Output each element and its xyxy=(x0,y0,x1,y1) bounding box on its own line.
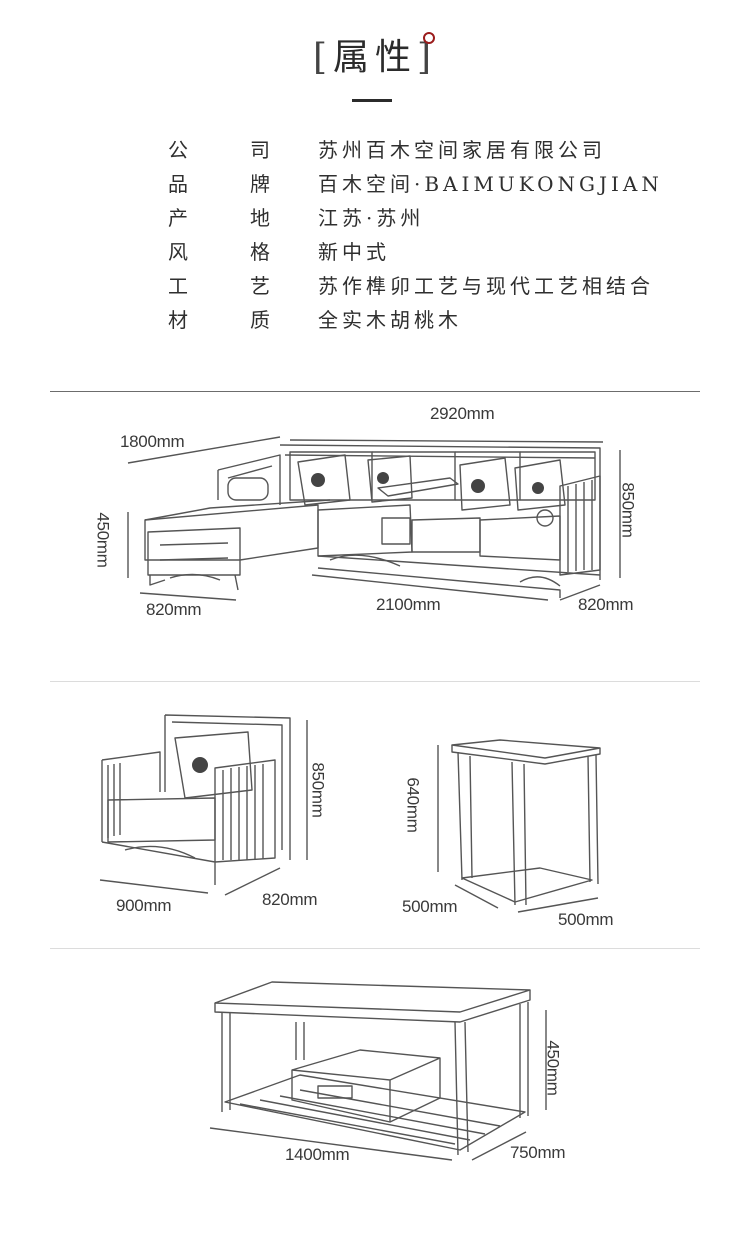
dim-sofa-main-width: 2100mm xyxy=(376,595,441,614)
dim-sofa-seat-height: 450mm xyxy=(93,512,113,568)
page-title: [属性] xyxy=(313,28,437,80)
dim-sofa-height: 850mm xyxy=(618,482,638,538)
spec-key-char: 艺 xyxy=(250,274,270,298)
spec-value: 苏州百木空间家居有限公司 xyxy=(318,138,606,162)
spec-row-company: 公 司 苏州百木空间家居有限公司 xyxy=(0,134,750,168)
spec-key-char: 地 xyxy=(250,206,270,230)
section-divider xyxy=(50,948,700,949)
spec-value: 百木空间·BAIMUKONGJIAN xyxy=(318,172,663,196)
spec-row-origin: 产 地 江苏·苏州 xyxy=(0,202,750,236)
spec-value: 苏作榫卯工艺与现代工艺相结合 xyxy=(318,274,654,298)
spec-key-char: 风 xyxy=(168,240,188,264)
title-text: 属性 xyxy=(332,37,417,78)
dim-armchair-width: 900mm xyxy=(116,896,172,915)
dim-sofa-chaise-length: 1800mm xyxy=(120,432,185,451)
spec-value: 江苏·苏州 xyxy=(318,206,425,230)
spec-row-material: 材 质 全实木胡桃木 xyxy=(0,304,750,338)
spec-key-char: 工 xyxy=(168,274,188,298)
spec-key-char: 牌 xyxy=(250,172,270,196)
page-header: [属性] xyxy=(0,28,750,80)
spec-row-brand: 品 牌 百木空间·BAIMUKONGJIAN xyxy=(0,168,750,202)
dim-sofa-total-width: 2920mm xyxy=(430,404,495,423)
spec-key-char: 格 xyxy=(250,240,270,264)
title-left-bracket: [ xyxy=(312,37,333,78)
seal-icon xyxy=(423,32,436,44)
coffee-table-drawing xyxy=(209,981,547,1161)
section-divider xyxy=(50,681,700,682)
dim-coffee-table-height: 450mm xyxy=(543,1040,563,1096)
side-table-drawing xyxy=(437,739,601,913)
dim-sofa-chaise-depth: 820mm xyxy=(146,600,202,619)
dim-armchair-depth: 820mm xyxy=(262,890,318,909)
title-right-bracket: ] xyxy=(417,37,438,78)
dim-coffee-table-width: 1400mm xyxy=(285,1145,350,1164)
dim-side-table-height: 640mm xyxy=(403,777,423,833)
spec-key-char: 公 xyxy=(168,138,188,162)
spec-row-craft: 工 艺 苏作榫卯工艺与现代工艺相结合 xyxy=(0,270,750,304)
armchair-drawing xyxy=(99,714,308,896)
spec-key-char: 产 xyxy=(168,206,188,230)
spec-key-char: 材 xyxy=(168,308,188,332)
spec-value: 新中式 xyxy=(318,240,390,264)
sectional-sofa-drawing xyxy=(127,436,621,601)
dim-side-table-width: 500mm xyxy=(402,897,458,916)
spec-key-char: 质 xyxy=(250,308,270,332)
dim-side-table-depth: 500mm xyxy=(558,910,614,929)
title-underline xyxy=(352,99,392,102)
section-divider xyxy=(50,391,700,392)
dim-coffee-table-depth: 750mm xyxy=(510,1143,566,1162)
spec-key-char: 品 xyxy=(168,172,188,196)
spec-value: 全实木胡桃木 xyxy=(318,308,462,332)
dim-sofa-depth: 820mm xyxy=(578,595,634,614)
spec-row-style: 风 格 新中式 xyxy=(0,236,750,270)
spec-key-char: 司 xyxy=(250,138,270,162)
dim-armchair-height: 850mm xyxy=(308,762,328,818)
